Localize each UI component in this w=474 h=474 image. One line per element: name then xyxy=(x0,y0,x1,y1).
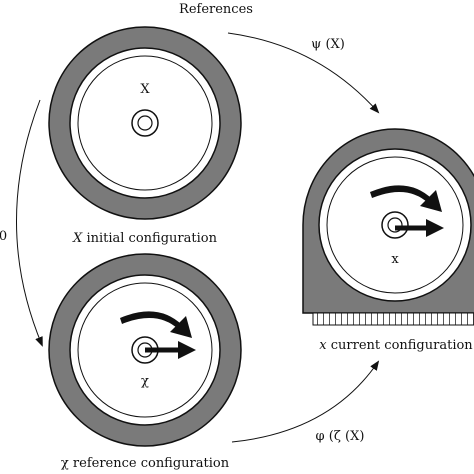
rotation-arrowhead xyxy=(170,316,192,338)
reference-symbol: χ xyxy=(141,374,149,389)
current-symbol: x xyxy=(391,252,399,267)
psi-map-label: ψ (X) xyxy=(311,37,345,52)
left-map-label: 0 xyxy=(0,229,7,244)
rotation-arrow-curve xyxy=(370,185,432,203)
rotation-arrow-curve xyxy=(120,311,182,329)
phi-map-arrow xyxy=(231,360,380,443)
initial-caption: X initial configuration xyxy=(72,231,218,246)
left-map-arrow xyxy=(16,99,43,347)
ground-surface xyxy=(312,312,474,326)
phi-map-label: φ (ζ (X) xyxy=(316,429,365,444)
psi-map-arrow xyxy=(227,32,380,114)
reference-caption: χ reference configuration xyxy=(61,456,230,471)
reference-configuration-wheel xyxy=(48,253,242,447)
current-caption: x current configuration xyxy=(319,338,473,353)
current-configuration-wheel xyxy=(302,128,474,314)
rotation-arrowhead xyxy=(420,190,442,212)
diagram-title: References xyxy=(179,2,253,17)
initial-configuration-wheel xyxy=(48,26,242,220)
initial-symbol: X xyxy=(140,82,150,97)
